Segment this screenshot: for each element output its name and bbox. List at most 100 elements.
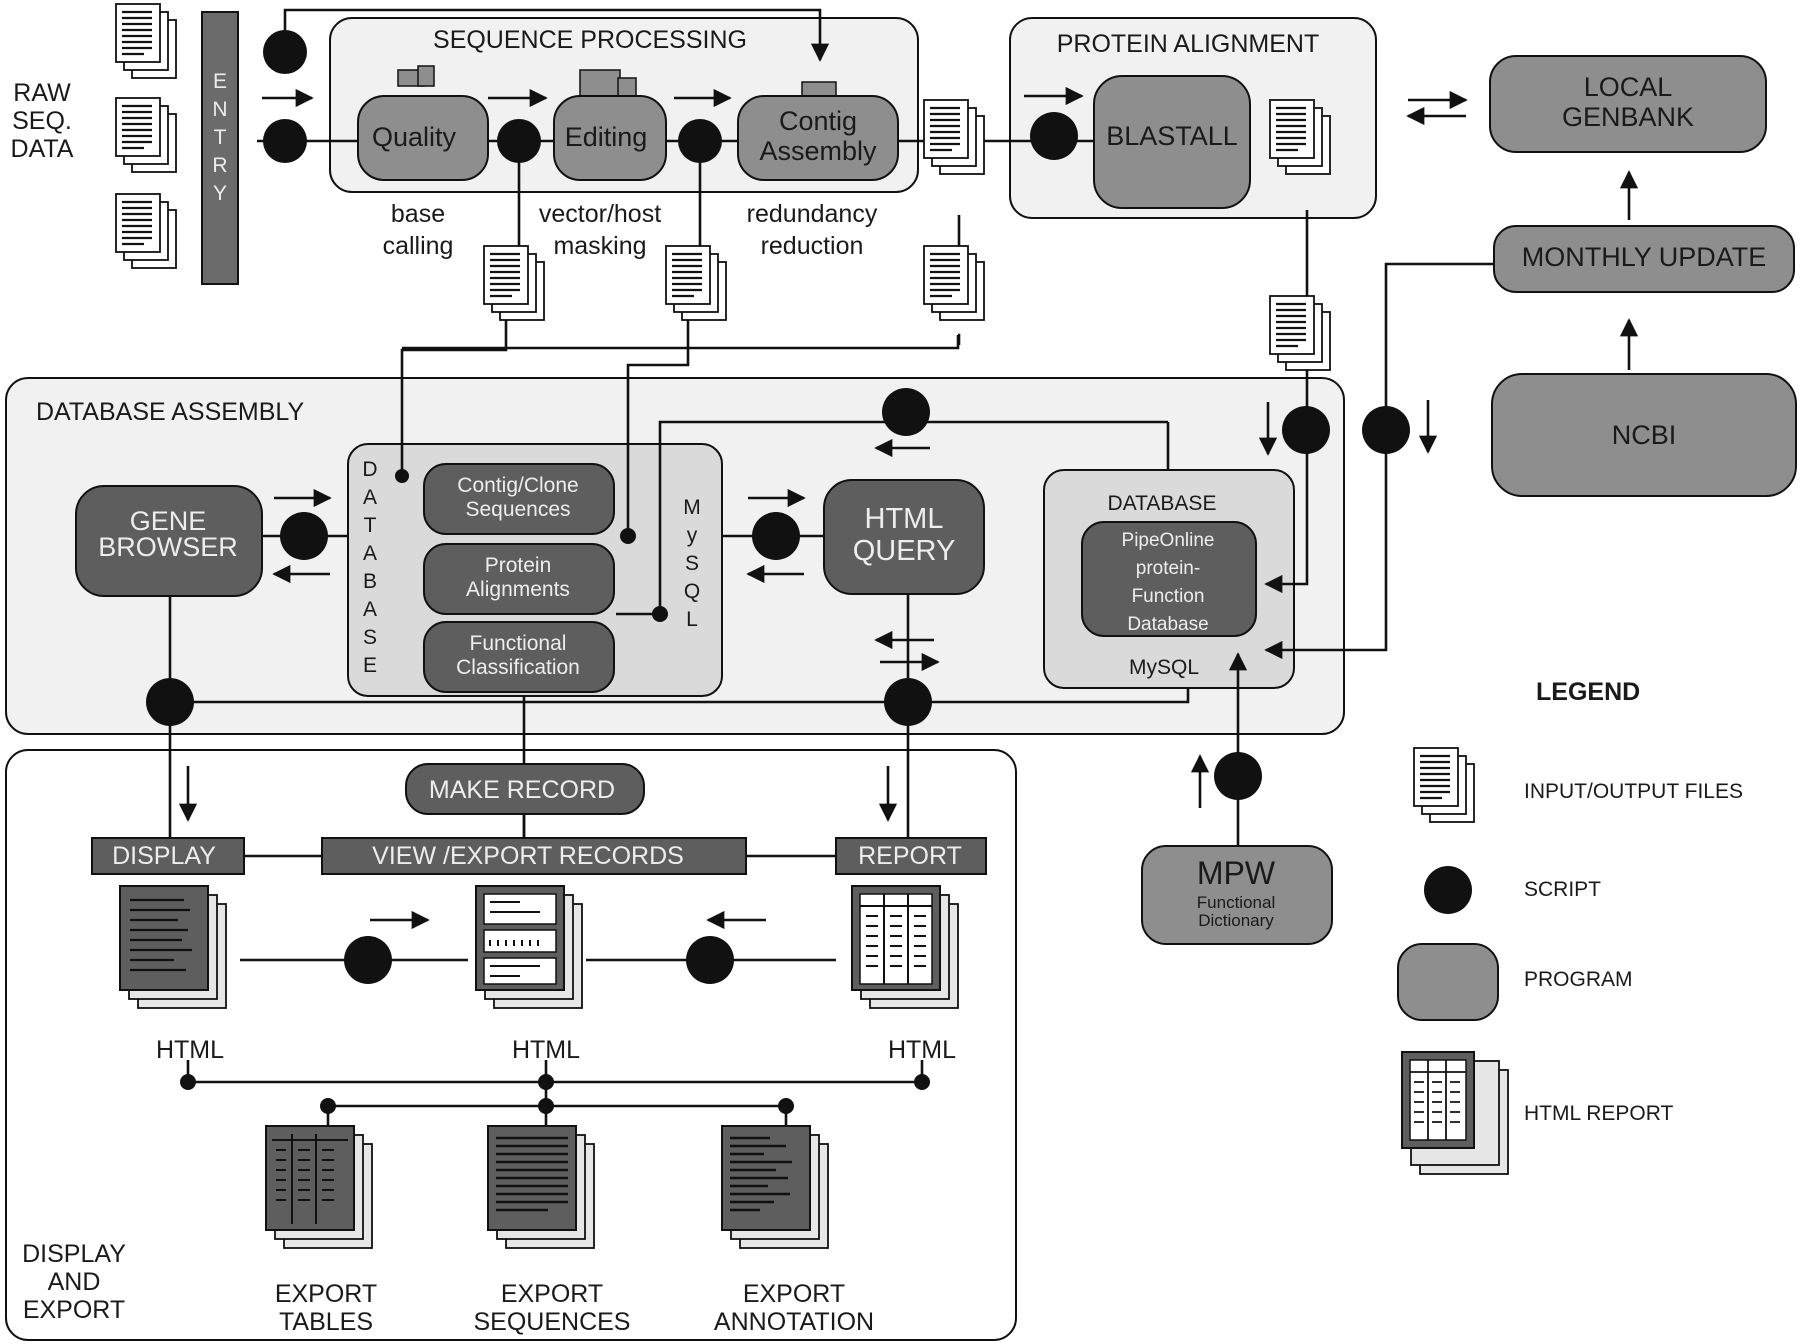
svg-text:base: base <box>391 200 445 228</box>
svg-text:y: y <box>687 524 698 547</box>
svg-text:A: A <box>363 598 377 621</box>
svg-text:SCRIPT: SCRIPT <box>1524 878 1601 901</box>
svg-text:Sequences: Sequences <box>465 498 570 521</box>
svg-text:R: R <box>212 154 227 177</box>
blastall-program: BLASTALL <box>1093 75 1251 209</box>
svg-text:HTML: HTML <box>156 1036 224 1064</box>
svg-text:E: E <box>363 654 377 677</box>
svg-text:MPW: MPW <box>1197 855 1276 891</box>
gene-browser-program: GENE BROWSER <box>75 485 263 597</box>
svg-text:GENE: GENE <box>130 506 207 536</box>
display-export-title: DISPLAY AND EXPORT <box>22 1240 126 1324</box>
view-export-records-bar: VIEW /EXPORT RECORDS <box>321 837 747 875</box>
svg-text:QUERY: QUERY <box>853 535 956 567</box>
functional-classification-table: Functional Classification <box>423 621 615 693</box>
report-bar: REPORT <box>835 837 987 875</box>
sequence-processing-title: SEQUENCE PROCESSING <box>433 26 747 54</box>
svg-text:DISPLAY: DISPLAY <box>22 1240 126 1268</box>
mysql-vertical-label: M y S Q L <box>683 496 701 631</box>
svg-text:A: A <box>363 542 377 565</box>
svg-text:Editing: Editing <box>565 122 648 152</box>
svg-text:Alignments: Alignments <box>466 578 570 601</box>
svg-text:SEQ.: SEQ. <box>12 107 72 135</box>
svg-text:ANNOTATION: ANNOTATION <box>714 1308 874 1336</box>
make-record-program: MAKE RECORD <box>405 763 645 815</box>
svg-text:T: T <box>364 514 377 537</box>
monthly-update-program: MONTHLY UPDATE <box>1493 225 1795 293</box>
svg-text:EXPORT: EXPORT <box>743 1280 845 1308</box>
svg-text:LEGEND: LEGEND <box>1536 678 1640 706</box>
mpw-program: MPW Functional Dictionary <box>1141 845 1333 945</box>
local-genbank-program: LOCAL GENBANK <box>1489 55 1767 153</box>
html-report-page <box>851 885 959 1009</box>
svg-text:Q: Q <box>684 580 700 603</box>
svg-text:EXPORT: EXPORT <box>501 1280 603 1308</box>
svg-text:Function: Function <box>1132 586 1205 607</box>
svg-text:EXPORT: EXPORT <box>23 1296 125 1324</box>
svg-text:PipeOnline: PipeOnline <box>1122 530 1215 551</box>
svg-text:MONTHLY UPDATE: MONTHLY UPDATE <box>1522 242 1767 272</box>
svg-text:M: M <box>683 496 701 519</box>
svg-text:Dictionary: Dictionary <box>1198 911 1274 930</box>
database-assembly-title: DATABASE ASSEMBLY <box>36 398 304 426</box>
export-annotation-page <box>721 1125 829 1249</box>
svg-text:S: S <box>685 552 699 575</box>
svg-text:BLASTALL: BLASTALL <box>1106 121 1238 151</box>
svg-text:PROGRAM: PROGRAM <box>1524 968 1633 991</box>
direction-arrows <box>178 86 1438 930</box>
blastall-files <box>1270 100 1330 370</box>
svg-text:Quality: Quality <box>372 122 457 152</box>
quality-program: Quality <box>357 65 489 181</box>
svg-text:calling: calling <box>383 232 454 260</box>
legend: LEGEND INPUT/OUTPUT FILES SCRIPT PROGRAM… <box>1397 678 1743 1175</box>
svg-text:HTML: HTML <box>888 1036 956 1064</box>
svg-text:T: T <box>214 126 227 149</box>
svg-text:VIEW /EXPORT RECORDS: VIEW /EXPORT RECORDS <box>372 842 684 870</box>
svg-text:REPORT: REPORT <box>858 842 962 870</box>
svg-text:LOCAL: LOCAL <box>1584 72 1673 102</box>
svg-text:NCBI: NCBI <box>1612 420 1677 450</box>
raw-data-label: RAW SEQ. DATA <box>11 79 74 163</box>
svg-text:DISPLAY: DISPLAY <box>112 842 216 870</box>
step-labels: base calling vector/host masking redunda… <box>383 200 878 260</box>
html-records-page <box>475 885 583 1009</box>
script-nodes <box>146 30 1410 1114</box>
svg-text:masking: masking <box>553 232 646 260</box>
svg-text:Contig: Contig <box>779 106 857 136</box>
svg-text:protein-: protein- <box>1136 558 1200 579</box>
svg-text:L: L <box>686 608 698 631</box>
svg-text:Functional: Functional <box>470 632 567 655</box>
protein-alignments-table: Protein Alignments <box>423 543 615 615</box>
database-vertical-label: D A T A B A S E <box>362 458 377 677</box>
svg-text:vector/host: vector/host <box>539 200 661 228</box>
svg-text:A: A <box>363 486 377 509</box>
svg-text:Contig/Clone: Contig/Clone <box>457 474 578 497</box>
svg-text:Assembly: Assembly <box>759 136 877 166</box>
html-display-page <box>119 885 227 1009</box>
svg-text:SEQUENCES: SEQUENCES <box>474 1308 631 1336</box>
svg-text:BROWSER: BROWSER <box>98 532 238 562</box>
svg-text:TABLES: TABLES <box>279 1308 373 1336</box>
connectors <box>168 8 1639 1130</box>
database-right: DATABASE PipeOnline protein- Function Da… <box>1081 492 1257 679</box>
ncbi-program: NCBI <box>1491 373 1797 497</box>
editing-program: Editing <box>553 69 667 181</box>
html-query-program: HTML QUERY <box>823 479 985 595</box>
export-sequences-page <box>487 1125 595 1249</box>
raw-file-icons <box>116 4 176 268</box>
svg-text:HTML REPORT: HTML REPORT <box>1524 1102 1674 1125</box>
svg-text:N: N <box>212 98 227 121</box>
svg-text:Protein: Protein <box>485 554 552 577</box>
svg-text:redundancy: redundancy <box>747 200 878 228</box>
svg-text:Database: Database <box>1127 614 1208 635</box>
svg-text:DATABASE: DATABASE <box>1108 492 1217 515</box>
svg-text:DATA: DATA <box>11 135 74 163</box>
svg-text:B: B <box>363 570 377 593</box>
svg-text:Y: Y <box>213 182 227 205</box>
svg-text:HTML: HTML <box>865 503 944 535</box>
svg-text:MAKE RECORD: MAKE RECORD <box>429 776 615 804</box>
svg-text:RAW: RAW <box>13 79 71 107</box>
html-labels: HTML HTML HTML <box>156 1036 956 1064</box>
svg-text:HTML: HTML <box>512 1036 580 1064</box>
